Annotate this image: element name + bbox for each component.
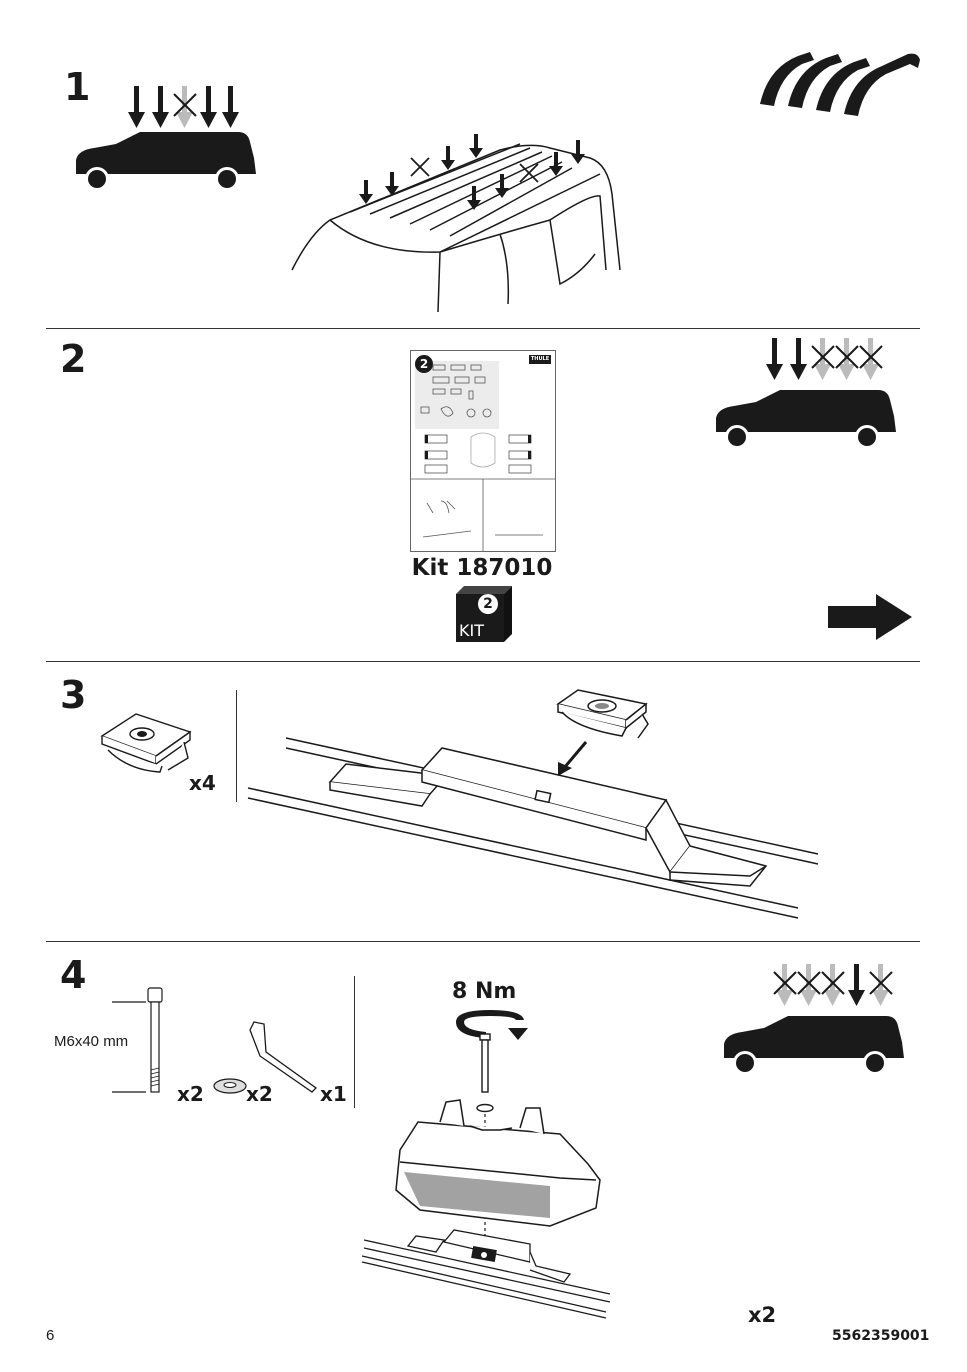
- kit-label: Kit 187010: [411, 555, 553, 581]
- page-number: 6: [46, 1327, 55, 1344]
- step4-vertical-divider: [354, 976, 355, 1108]
- bolt-size-label: M6x40 mm: [54, 1033, 129, 1050]
- roof-points-arrows-icon: [128, 86, 239, 128]
- bolt-icon: [112, 987, 163, 1093]
- car-silhouette-icon-step4: [724, 1016, 904, 1075]
- step-3-number: 3: [60, 673, 87, 717]
- car-silhouette-icon-step2: [716, 390, 896, 449]
- foot-assembly-illustration: [361, 1033, 611, 1319]
- roof-rail-bracket-illustration: [247, 689, 819, 919]
- allen-key-icon: [249, 1021, 318, 1093]
- kit-box-text: KIT: [459, 621, 484, 640]
- step-2-number: 2: [60, 337, 87, 381]
- section-divider-1: [46, 328, 920, 329]
- torque-value: 8 Nm: [452, 979, 517, 1004]
- booklet-number-badge: 2: [415, 355, 433, 373]
- next-page-arrow-icon: [828, 594, 912, 640]
- clip-nut-icon: [100, 713, 192, 773]
- van-roof-illustration: [291, 143, 621, 313]
- kit-instruction-booklet: 2 THULE: [410, 350, 556, 552]
- step-4-number: 4: [60, 953, 87, 997]
- roof-points-arrows-icon-step2: [766, 338, 883, 380]
- allen-key-quantity: x1: [320, 1082, 347, 1106]
- booklet-brand-logo: THULE: [529, 355, 551, 364]
- roof-points-arrows-icon-step4: [773, 964, 893, 1006]
- section-divider-3: [46, 941, 920, 942]
- document-number: 5562359001: [832, 1328, 930, 1344]
- kit-box-number: 2: [478, 594, 498, 614]
- foot-quantity: x2: [748, 1303, 777, 1327]
- booklet-drawings-icon: [411, 364, 555, 551]
- kit-box-icon: 2 KIT: [456, 586, 512, 642]
- torque-rotation-icon: [456, 1010, 528, 1040]
- washer-icon: [213, 1078, 247, 1094]
- car-silhouette-icon: [76, 132, 256, 191]
- step3-vertical-divider: [236, 690, 237, 802]
- roof-rack-feet-icon: [760, 52, 920, 116]
- washer-quantity: x2: [246, 1082, 273, 1106]
- step-1-number: 1: [64, 65, 91, 109]
- bolt-quantity: x2: [177, 1082, 204, 1106]
- section-divider-2: [46, 661, 920, 662]
- roof-arrows-van-icon: [359, 134, 585, 210]
- clip-quantity: x4: [189, 771, 216, 795]
